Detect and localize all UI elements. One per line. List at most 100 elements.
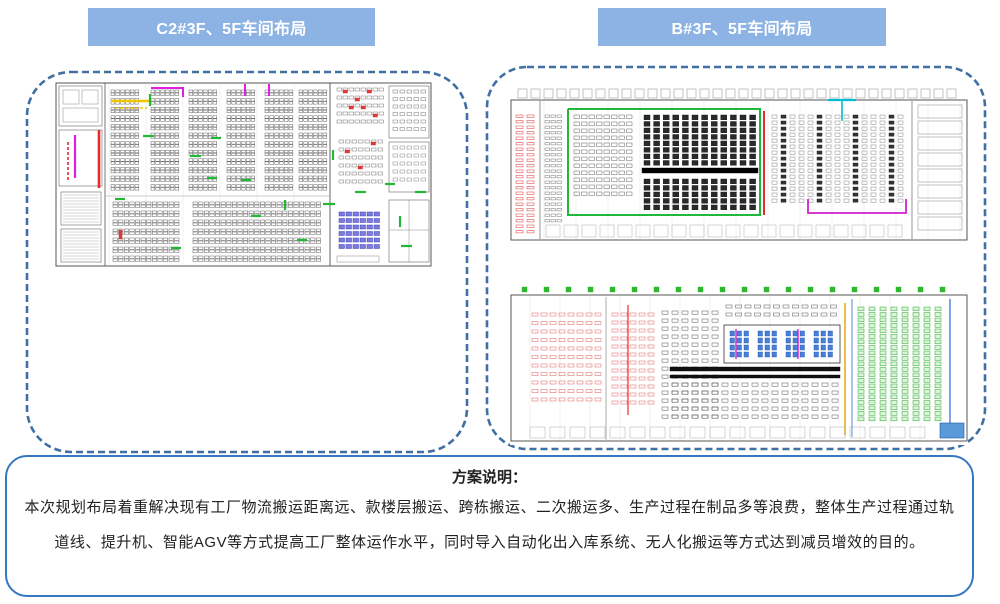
desk	[237, 219, 243, 223]
workstation-red	[526, 136, 535, 140]
desk	[110, 115, 116, 119]
workstation-red	[647, 376, 655, 381]
desk	[169, 118, 175, 122]
workstation-red	[526, 213, 535, 217]
desk	[243, 246, 249, 250]
desk	[550, 213, 556, 217]
desk	[581, 142, 588, 147]
desk	[157, 237, 163, 241]
desk	[236, 187, 241, 191]
workstation-red	[540, 329, 548, 334]
desk	[780, 132, 787, 137]
desk	[317, 118, 323, 122]
desk	[308, 149, 313, 153]
desk	[231, 201, 237, 205]
machine	[662, 140, 670, 147]
machine	[691, 204, 699, 211]
desk	[279, 184, 284, 188]
desk	[241, 158, 246, 162]
desk	[303, 149, 308, 153]
desk	[165, 92, 170, 96]
workstation-red	[567, 321, 575, 325]
desk	[271, 222, 277, 226]
desk	[588, 135, 595, 140]
desk	[671, 350, 679, 355]
desk	[771, 150, 778, 155]
desk	[157, 255, 163, 259]
workstation-red	[629, 400, 637, 405]
workstation-red	[629, 336, 637, 341]
desk	[254, 240, 260, 244]
desk	[274, 124, 279, 128]
desk	[573, 135, 580, 140]
machine	[730, 147, 737, 153]
desk	[115, 149, 120, 153]
machine	[701, 185, 708, 191]
desk	[773, 304, 780, 309]
desk	[188, 132, 194, 136]
desk	[188, 115, 194, 119]
desk	[150, 149, 156, 153]
workstation-red	[638, 352, 646, 357]
desk	[140, 213, 146, 217]
conveyor-bar-black	[669, 366, 841, 372]
desk	[265, 249, 271, 253]
desk	[203, 109, 208, 113]
desk	[140, 222, 146, 226]
machine-blue	[764, 351, 770, 358]
storage-rack-green	[857, 416, 865, 422]
desk	[780, 162, 787, 167]
desk	[198, 144, 203, 148]
desk	[125, 115, 130, 119]
desk	[125, 141, 130, 145]
storage-rack-green	[923, 405, 931, 411]
desk	[780, 192, 787, 197]
desk	[771, 180, 778, 185]
desk	[661, 406, 669, 411]
desk	[661, 398, 669, 403]
desk	[226, 106, 232, 110]
desk	[298, 144, 304, 148]
desk	[276, 255, 282, 259]
desk	[237, 237, 243, 241]
workstation-red	[540, 372, 548, 376]
desk	[298, 132, 304, 136]
storage-rack-green	[879, 405, 887, 411]
desk	[120, 144, 125, 148]
workstation-red	[647, 320, 655, 325]
desk	[245, 152, 251, 156]
desk	[392, 177, 398, 182]
desk	[378, 95, 384, 100]
desk	[288, 149, 294, 153]
desk	[888, 186, 895, 191]
desk	[274, 98, 279, 102]
desk	[701, 358, 709, 363]
desk	[691, 414, 699, 419]
desk	[165, 106, 170, 110]
desk	[279, 89, 284, 93]
desk	[276, 204, 282, 208]
desk	[203, 210, 209, 214]
storage-rack-green	[912, 411, 920, 416]
desk	[691, 342, 699, 347]
desk	[791, 414, 799, 419]
desk	[870, 168, 877, 173]
room	[635, 224, 651, 238]
machine	[653, 140, 660, 147]
desk	[265, 255, 271, 259]
desk	[118, 246, 124, 250]
desk	[125, 124, 130, 128]
desk	[288, 127, 294, 131]
desk	[556, 153, 562, 157]
desk	[215, 231, 221, 235]
desk	[342, 95, 348, 100]
desk	[741, 414, 749, 419]
desk	[377, 139, 383, 144]
machine	[643, 140, 651, 147]
workstation-red	[515, 213, 524, 217]
desk	[377, 171, 383, 176]
room	[549, 426, 566, 439]
desk	[288, 141, 294, 145]
desk	[544, 164, 550, 168]
desk	[123, 204, 129, 208]
